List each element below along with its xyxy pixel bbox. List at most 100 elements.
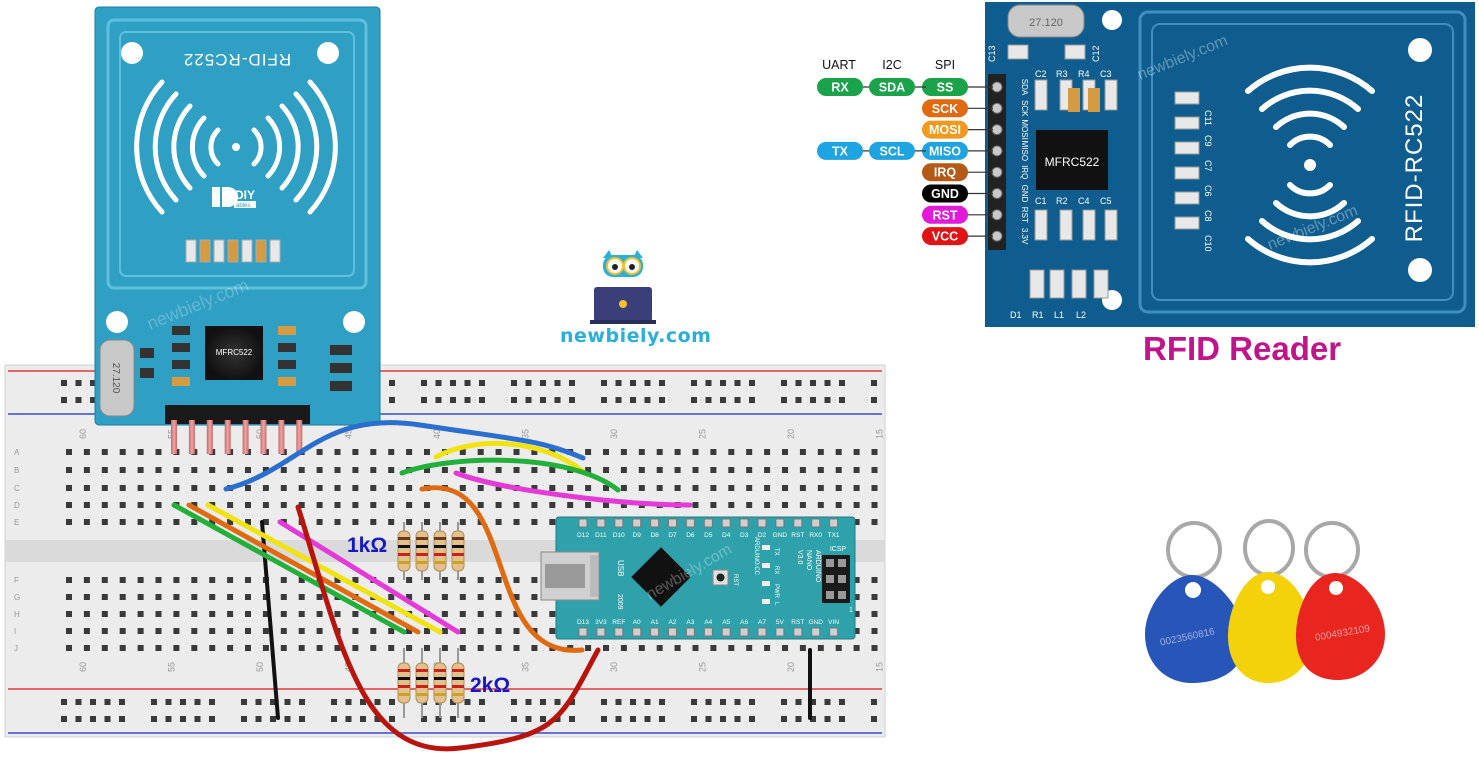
breadboard-hole (137, 594, 144, 600)
nano-label: NANO (805, 550, 812, 571)
rail-hole (90, 699, 96, 705)
smd-part (1174, 191, 1200, 205)
nano-pin (596, 627, 606, 637)
nano-pin-label: A4 (704, 619, 712, 626)
rail-hole (464, 716, 471, 722)
breadboard-hole (262, 519, 269, 525)
keyfob-yellow-hole (1261, 580, 1275, 594)
nano-pin (829, 518, 839, 528)
rail-hole (795, 380, 802, 386)
breadboard-hole (441, 519, 448, 525)
smd-part (1082, 209, 1096, 241)
breadboard-hole (853, 577, 860, 583)
breadboard-hole (746, 502, 753, 508)
rail-hole (511, 380, 517, 386)
breadboard-hole (459, 502, 466, 508)
resistor-band (434, 561, 446, 564)
breadboard-hole (388, 628, 395, 634)
nano-pin (721, 518, 731, 528)
column-number: 20 (786, 429, 796, 439)
icsp-label: ICSP (830, 546, 847, 553)
pin-tag-miso-label: MISO (929, 144, 961, 158)
protocol-header: I2C (882, 58, 901, 72)
breadboard-hole (638, 645, 645, 651)
nano-pin-label: A2 (669, 619, 677, 626)
breadboard-hole (262, 594, 269, 600)
rail-hole (659, 380, 665, 386)
smd-part (1174, 166, 1200, 180)
resistor-band (416, 693, 428, 696)
breadboard-hole (370, 467, 377, 473)
rail-hole (511, 716, 517, 722)
breadboard-hole (406, 594, 413, 600)
wire-orange (419, 485, 585, 653)
breadboard-hole (424, 628, 430, 634)
breadboard-hole (334, 611, 341, 617)
mfrc522-chip-label: MFRC522 (216, 348, 253, 357)
keyfob-blue-hole (1185, 582, 1201, 598)
breadboard-hole (388, 645, 395, 651)
rail-hole (104, 716, 111, 722)
pin-tag-gnd (922, 184, 968, 203)
breadboard-hole (531, 502, 538, 508)
header-pin (991, 188, 1003, 199)
breadboard-hole (227, 594, 234, 600)
breadboard-hole (835, 645, 842, 651)
header-pin (991, 124, 1003, 136)
breadboard-hole (101, 519, 108, 525)
breadboard-hole (692, 502, 699, 508)
rail-hole (630, 397, 636, 403)
nano-pin-label: A1 (651, 619, 659, 626)
breadboard-hole (388, 485, 395, 491)
rail-hole (284, 716, 291, 722)
pin-tag-sck-label: SCK (932, 102, 958, 116)
smd-part (1104, 209, 1118, 241)
breadboard-hole (549, 467, 556, 473)
breadboard-hole (298, 577, 305, 583)
breadboard-hole (853, 467, 860, 473)
breadboard-hole (262, 645, 269, 651)
nano-pin-label: D11 (595, 532, 607, 539)
breadboard-hole (853, 449, 860, 455)
resistor-band (416, 545, 428, 548)
rail-hole (345, 699, 352, 705)
breadboard-hole (513, 449, 520, 455)
nano-pin (650, 627, 660, 637)
breadboard-hole (280, 467, 287, 473)
rail-hole (450, 380, 456, 386)
rfid-crystal (99, 339, 135, 417)
breadboard-hole (782, 485, 788, 491)
breadboard-hole (638, 467, 645, 473)
breadboard-hole (495, 577, 502, 583)
rail-hole (824, 716, 831, 722)
nano-pin (632, 518, 642, 528)
breadboard-hole (83, 449, 90, 455)
rfid-mount-hole-tl (121, 42, 143, 64)
silk-label: R4 (1078, 69, 1090, 79)
resistor-band (416, 561, 428, 564)
breadboard-hole (477, 467, 484, 473)
resistor-band (452, 561, 464, 564)
breadboard-hole (459, 594, 466, 600)
breadboard-hole (66, 467, 72, 473)
breadboard-hole (799, 467, 806, 473)
breadboard-hole (799, 449, 806, 455)
breadboard-hole (83, 611, 90, 617)
breadboard-hole (692, 645, 699, 651)
rail-hole (705, 699, 712, 705)
keyfob-yellow (1228, 572, 1312, 683)
breadboard-hole (388, 611, 395, 617)
status-led (762, 599, 770, 604)
status-led (762, 581, 770, 586)
rail-hole (871, 716, 877, 722)
reset-button-cap (716, 573, 725, 582)
breadboard-hole (585, 449, 592, 455)
breadboard-hole (406, 645, 413, 651)
pin-tag-vcc-label: VCC (932, 230, 958, 244)
silk-label: C7 (1203, 160, 1213, 172)
column-number: 30 (609, 662, 619, 672)
